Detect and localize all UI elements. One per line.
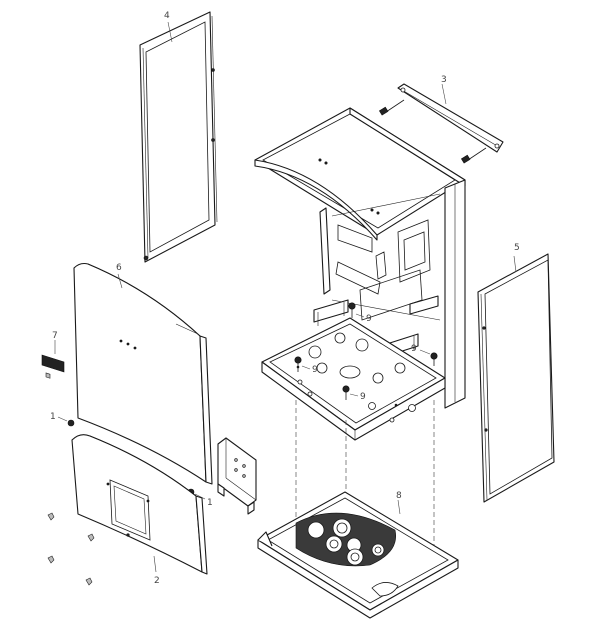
- callout-1b: 1: [207, 498, 213, 508]
- callout-5: 5: [514, 243, 520, 253]
- part-5-side-panel: [477, 253, 555, 503]
- callout-9c: 9: [312, 365, 318, 375]
- part-3-mounting-rail: [397, 83, 504, 153]
- callout-8: 8: [396, 491, 402, 501]
- callout-9b: 9: [411, 344, 417, 354]
- callout-3: 3: [441, 75, 447, 85]
- fastener-9-bottom: [342, 385, 359, 400]
- callout-7: 7: [52, 331, 58, 341]
- screw-upper: [378, 99, 405, 116]
- callout-4: 4: [164, 11, 170, 21]
- fastener-9-upper: [348, 302, 365, 318]
- part-8-bottom-tray: [257, 491, 459, 619]
- mounting-bracket-plate: [217, 437, 257, 515]
- fastener-9-left: [294, 356, 311, 372]
- part-6-front-cover: [73, 262, 213, 485]
- part-1-clip-left: [57, 416, 75, 427]
- callout-9a: 9: [366, 314, 372, 324]
- callout-9d: 9: [360, 392, 366, 402]
- callout-1a: 1: [50, 412, 56, 422]
- callout-2: 2: [154, 576, 160, 586]
- part-7-badge: [41, 340, 65, 379]
- fastener-9-right: [419, 349, 438, 366]
- screw-lower: [460, 147, 487, 164]
- part-2-lower-panel: [71, 434, 208, 575]
- main-casing-frame: [254, 107, 466, 441]
- loose-fasteners: [47, 512, 95, 586]
- part-4-side-panel: [139, 11, 218, 263]
- callout-6: 6: [116, 263, 122, 273]
